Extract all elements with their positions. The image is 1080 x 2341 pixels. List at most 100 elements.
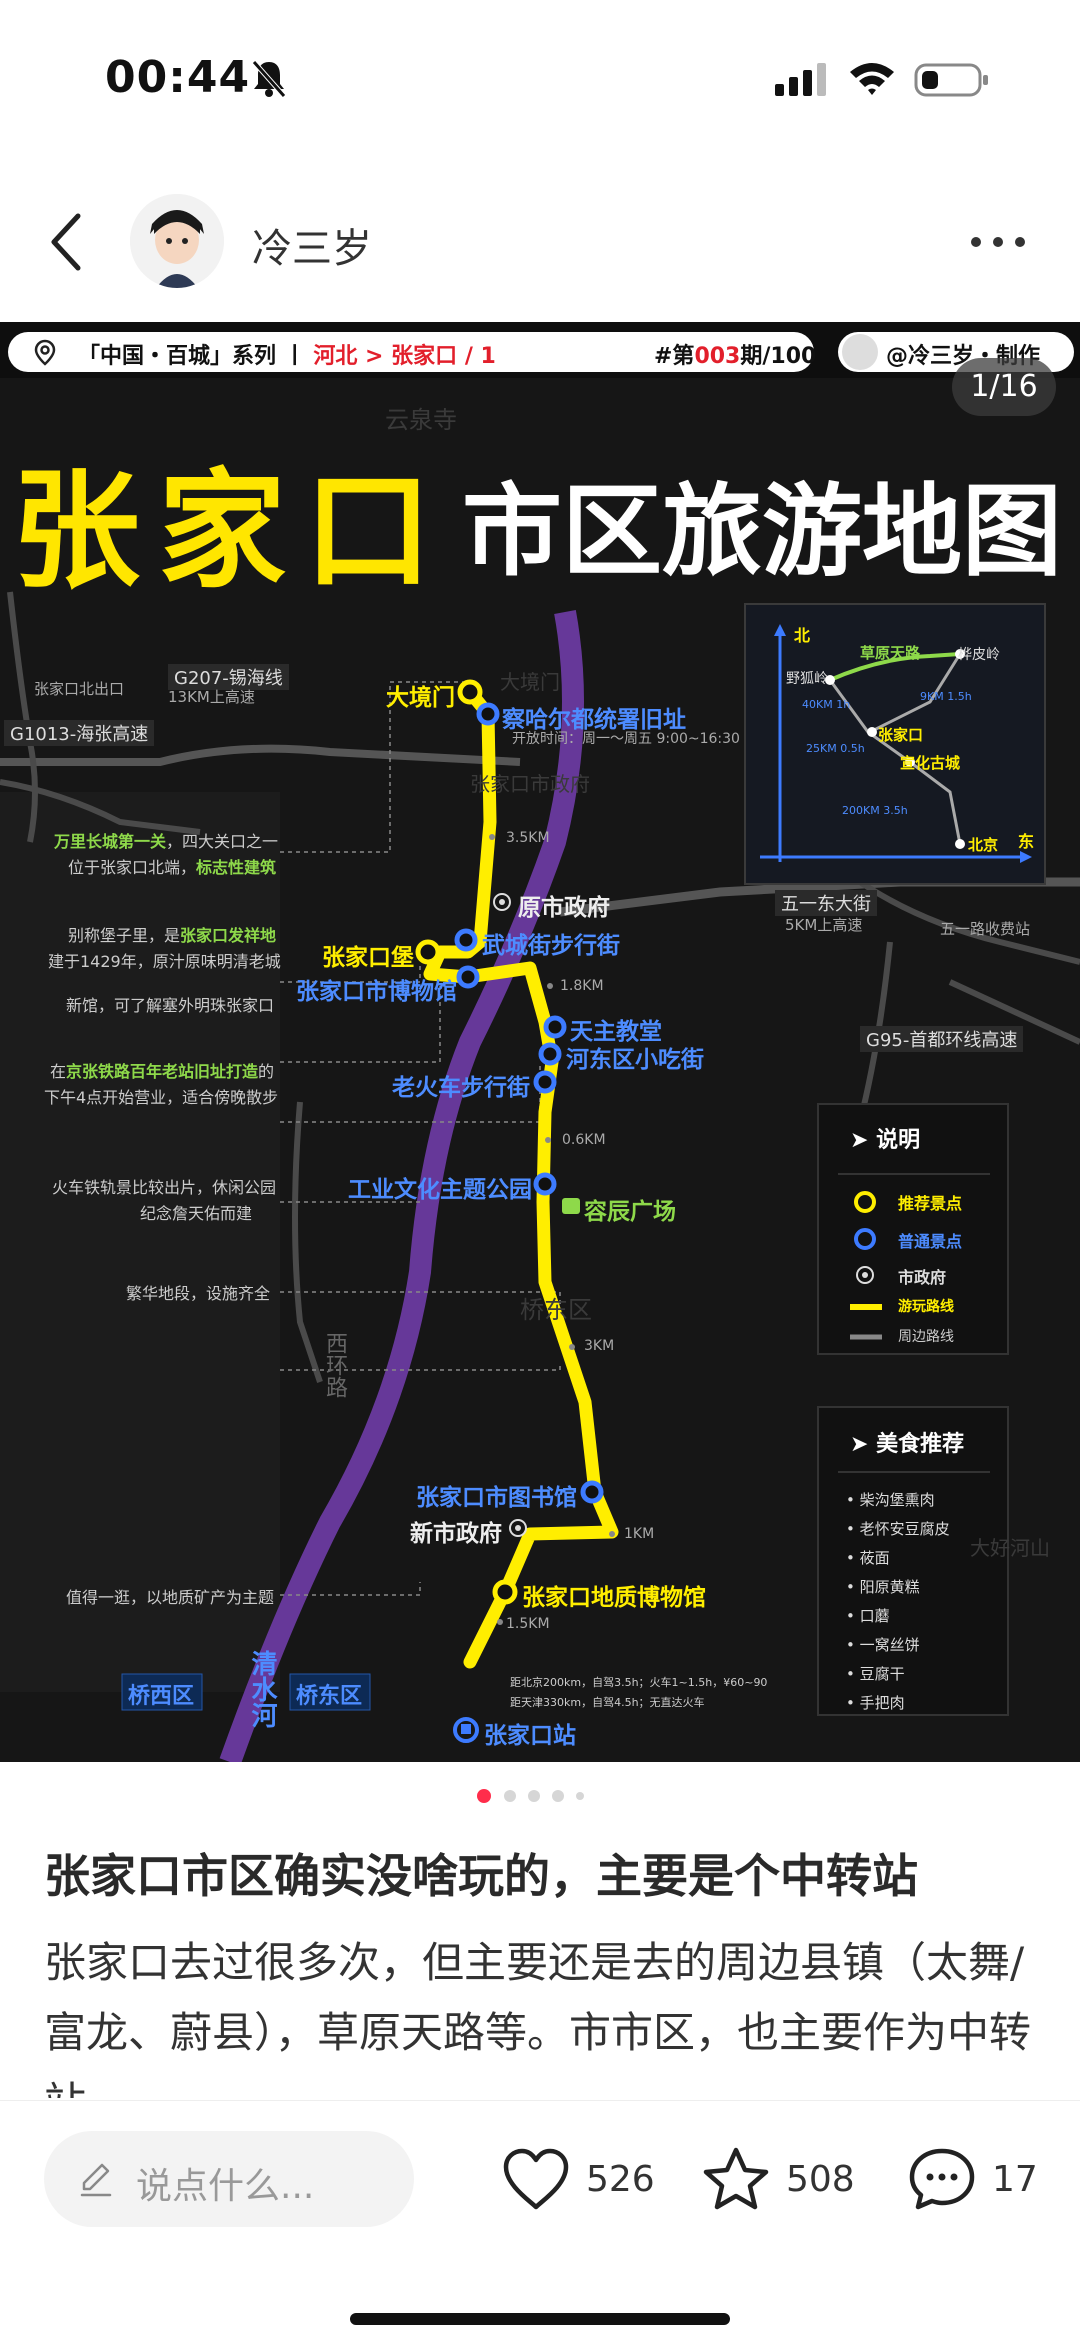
map-topbar: 「中国・百城」系列 丨 河北 > 张家口 / 1 #第003期/100 @冷三岁… xyxy=(0,322,1080,378)
more-options-icon[interactable] xyxy=(968,232,1028,252)
map-title-sub: 市区旅游地图 xyxy=(462,473,1062,590)
favorite-count: 508 xyxy=(786,2159,855,2200)
food-item: • 阳原黄糕 xyxy=(846,1578,920,1596)
note: 繁华地段，设施齐全 xyxy=(126,1284,271,1303)
carousel-indicator xyxy=(477,1789,584,1803)
food-item: • 手把肉 xyxy=(846,1694,905,1712)
faint-label: 桥东区 xyxy=(520,1296,592,1324)
road-label: 五一路收费站 xyxy=(940,920,1031,938)
legend-item: 周边路线 xyxy=(898,1329,954,1345)
food-item: • 柴沟堡熏肉 xyxy=(846,1491,935,1509)
inset-distance: 25KM 0.5h xyxy=(806,742,865,755)
note: 位于张家口北端，标志性建筑 xyxy=(68,858,277,877)
spot-rongchen: 容辰广场 xyxy=(584,1199,676,1225)
spot-wucheng: 武城街步行街 xyxy=(482,933,620,959)
note: 下午4点开始营业，适合傍晚散步 xyxy=(44,1088,279,1107)
distance-label: 1.8KM xyxy=(560,978,604,994)
spot-station: 张家口站 xyxy=(484,1723,576,1749)
distance-label: 0.6KM xyxy=(562,1132,606,1148)
star-icon xyxy=(703,2147,769,2210)
back-arrow-icon[interactable] xyxy=(46,210,86,274)
post-header: 冷三岁 xyxy=(0,180,1080,300)
inset-distance: 9KM 1.5h xyxy=(920,690,972,703)
food-item: • 口蘑 xyxy=(846,1607,890,1625)
spot-train-street: 老火车步行街 xyxy=(392,1075,530,1101)
road-label: G207-锡海线 xyxy=(168,664,289,690)
faint-label: 大境门 xyxy=(500,670,560,694)
legend-title: ➤ 说明 xyxy=(850,1128,921,1153)
spot-dajingmen: 大境门 xyxy=(386,685,455,711)
note: 别称堡子里，是张家口发祥地 xyxy=(68,926,277,945)
spot-new-gov: 新市政府 xyxy=(410,1521,502,1547)
station-note: 距天津330km，自驾4.5h；无直达火车 xyxy=(510,1696,705,1709)
legend-item: 推荐景点 xyxy=(898,1194,963,1213)
inset-east: 东 xyxy=(1018,832,1035,851)
issue-label: #第003期/100 xyxy=(654,344,817,369)
spot-old-gov: 原市政府 xyxy=(518,895,610,921)
post-body: 张家口去过很多次，但主要还是去的周边县镇（太舞/富龙、蔚县），草原天路等。市市区… xyxy=(44,1938,1032,2098)
spot-church: 天主教堂 xyxy=(570,1019,662,1045)
like-count: 526 xyxy=(586,2159,655,2200)
distance-label: 1.5KM xyxy=(506,1616,550,1632)
note: 值得一逛，以地质矿产为主题 xyxy=(66,1588,275,1607)
map-title-city: 张家口 xyxy=(12,456,451,606)
spot-library: 张家口市图书馆 xyxy=(416,1485,577,1511)
image-page-counter: 1/16 xyxy=(952,358,1056,416)
distance-label: 3KM xyxy=(584,1338,615,1354)
inset-distance: 200KM 3.5h xyxy=(842,804,908,817)
spot-industrial: 工业文化主题公园 xyxy=(348,1177,532,1203)
road-label: G1013-海张高速 xyxy=(4,720,155,746)
station-note: 距北京200km，自驾3.5h；火车1~1.5h，¥60~90 xyxy=(510,1676,768,1689)
legend-item: 游玩路线 xyxy=(898,1299,954,1315)
road-label: 张家口北出口 xyxy=(34,680,125,698)
district-label: 桥东区 xyxy=(296,1684,363,1709)
note: 万里长城第一关，四大关口之一 xyxy=(54,832,279,851)
maker-avatar xyxy=(842,334,878,370)
legend-item: 市政府 xyxy=(898,1268,947,1287)
comment-input[interactable]: 说点什么... xyxy=(44,2131,414,2227)
food-title: ➤ 美食推荐 xyxy=(850,1432,965,1457)
spot-chahaer: 察哈尔都统署旧址 xyxy=(502,707,686,733)
status-bar: 00:44 xyxy=(0,0,1080,150)
favorite-button[interactable]: 508 xyxy=(700,2141,870,2217)
spot-zjkb: 张家口堡 xyxy=(322,945,414,971)
comment-bubble-icon xyxy=(909,2148,975,2210)
food-item: • 豆腐干 xyxy=(846,1665,905,1683)
heart-icon xyxy=(503,2148,569,2210)
home-indicator xyxy=(350,2313,730,2325)
like-button[interactable]: 526 xyxy=(500,2141,660,2217)
food-item: • 莜面 xyxy=(846,1549,890,1567)
road-label: 5KM上高速 xyxy=(785,916,863,934)
legend-item: 普通景点 xyxy=(898,1232,963,1251)
food-list: • 柴沟堡熏肉 • 老怀安豆腐皮 • 莜面 • 阳原黄糕 • 口蘑 • 一窝丝饼… xyxy=(846,1486,950,1718)
inset-distance: 40KM 1h xyxy=(802,698,851,711)
comment-button[interactable]: 17 xyxy=(906,2141,1056,2217)
comment-placeholder: 说点什么... xyxy=(136,2166,315,2207)
spot-geo-museum: 张家口地质博物馆 xyxy=(522,1585,706,1611)
inset-zjk: 张家口 xyxy=(878,726,924,744)
faint-label: 张家口市政府 xyxy=(470,772,590,796)
inset-yehuling: 野狐岭 xyxy=(786,671,828,687)
post-image-map[interactable]: 「中国・百城」系列 丨 河北 > 张家口 / 1 #第003期/100 @冷三岁… xyxy=(0,322,1080,1762)
region-num: / 1 xyxy=(464,344,496,369)
region-label: 河北 > 张家口 xyxy=(313,344,458,369)
author-avatar[interactable] xyxy=(130,194,224,288)
distance-label: 1KM xyxy=(624,1526,655,1542)
spot-snack: 河东区小吃街 xyxy=(566,1047,704,1073)
note: 建于1429年，原汁原味明清老城 xyxy=(48,952,281,971)
inset-north: 北 xyxy=(794,626,811,645)
location-pin-icon xyxy=(34,339,56,366)
signal-icon xyxy=(775,63,826,96)
pencil-icon xyxy=(80,2163,112,2197)
note: 火车铁轨景比较出片，休闲公园 xyxy=(52,1178,277,1197)
status-time: 00:44 xyxy=(105,52,251,103)
note: 新馆，可了解塞外明珠张家口 xyxy=(66,996,275,1015)
bell-muted-icon xyxy=(252,60,286,98)
note: 纪念詹天佑而建 xyxy=(140,1204,253,1223)
separator: 丨 xyxy=(283,344,306,369)
inset-huapiling: 桦皮岭 xyxy=(958,647,1000,663)
author-name[interactable]: 冷三岁 xyxy=(252,226,372,272)
faint-label: 大好河山 xyxy=(970,1536,1050,1560)
spot-museum: 张家口市博物馆 xyxy=(296,979,457,1005)
road-label: 五一东大街 xyxy=(775,890,877,916)
